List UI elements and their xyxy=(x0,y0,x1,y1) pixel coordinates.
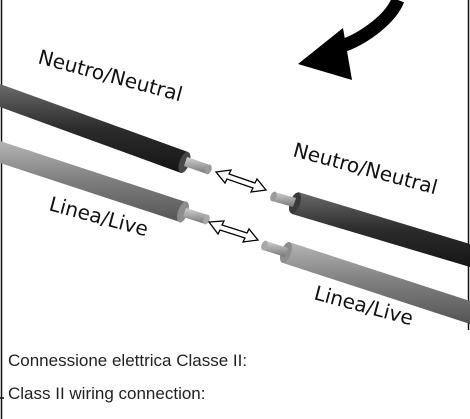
wire-neutral-right xyxy=(270,191,470,267)
wire-live-left xyxy=(0,141,210,225)
label-neutral-left: Neutro/Neutral xyxy=(36,45,186,107)
caption-italian: Connessione elettrica Classe II: xyxy=(8,351,248,370)
wire-live-right xyxy=(261,240,470,324)
curved-arrow-icon xyxy=(298,0,405,80)
wire-neutral-left xyxy=(0,84,212,175)
label-neutral-right: Neutro/Neutral xyxy=(291,138,441,200)
caption-english: Class II wiring connection: xyxy=(8,384,206,403)
double-headed-arrow-icon xyxy=(214,169,268,193)
double-headed-arrow-icon xyxy=(207,220,260,243)
